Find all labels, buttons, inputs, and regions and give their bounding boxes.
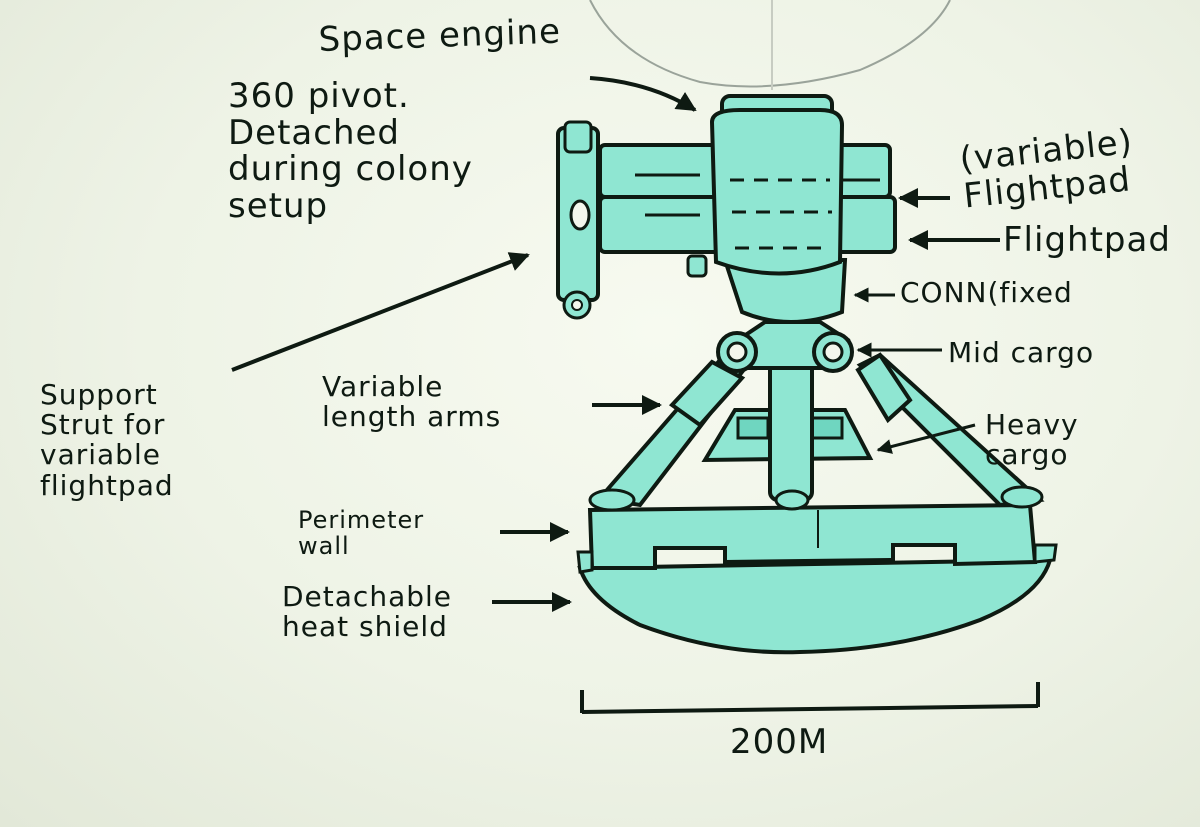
label-engine-note: 360 pivot. Detached during colony setup xyxy=(228,76,473,227)
flightpad-latch xyxy=(686,254,708,278)
left-arm-sleeve xyxy=(668,359,746,428)
arrow-support-strut xyxy=(231,252,530,372)
wall-rim-right xyxy=(1033,543,1058,564)
background-circle-arc xyxy=(589,0,951,88)
perimeter-wall xyxy=(587,502,1038,570)
label-scale-200m: 200M xyxy=(730,722,829,762)
label-conn-fixed: CONN(fixed xyxy=(900,276,1073,309)
strut-clamp xyxy=(569,199,591,231)
label-variable-arms: Variable length arms xyxy=(322,370,502,434)
label-heat-shield: Detachable heat shield xyxy=(282,580,453,644)
heavy-cargo-box-left xyxy=(736,416,770,440)
arrow-heavy-cargo xyxy=(876,423,976,454)
heat-shield xyxy=(577,557,1053,655)
label-heavy-cargo: Heavy cargo xyxy=(985,408,1079,472)
label-flightpad: Flightpad xyxy=(1003,220,1171,260)
mid-cargo-pod-right-inner xyxy=(822,341,844,363)
scale-bar xyxy=(581,704,1039,714)
label-space-engine: Space engine xyxy=(317,11,562,60)
label-mid-cargo: Mid cargo xyxy=(948,336,1095,369)
heavy-cargo-box-right xyxy=(810,416,844,440)
left-foot xyxy=(588,488,636,512)
conn-fixed-neck xyxy=(722,258,848,324)
label-support-strut: Support Strut for variable flightpad xyxy=(40,378,174,502)
column-base xyxy=(774,489,810,511)
strut-cap xyxy=(563,120,593,154)
label-perimeter-wall: Perimeter wall xyxy=(298,506,425,560)
wall-rim-left xyxy=(576,550,594,574)
right-arm-sleeve xyxy=(855,352,913,424)
arrow-space-engine xyxy=(589,76,697,112)
space-engine xyxy=(709,108,845,276)
mid-cargo-pod-left-inner xyxy=(726,341,748,363)
right-foot xyxy=(1000,485,1044,509)
strut-bottom-ring-inner xyxy=(571,299,583,311)
